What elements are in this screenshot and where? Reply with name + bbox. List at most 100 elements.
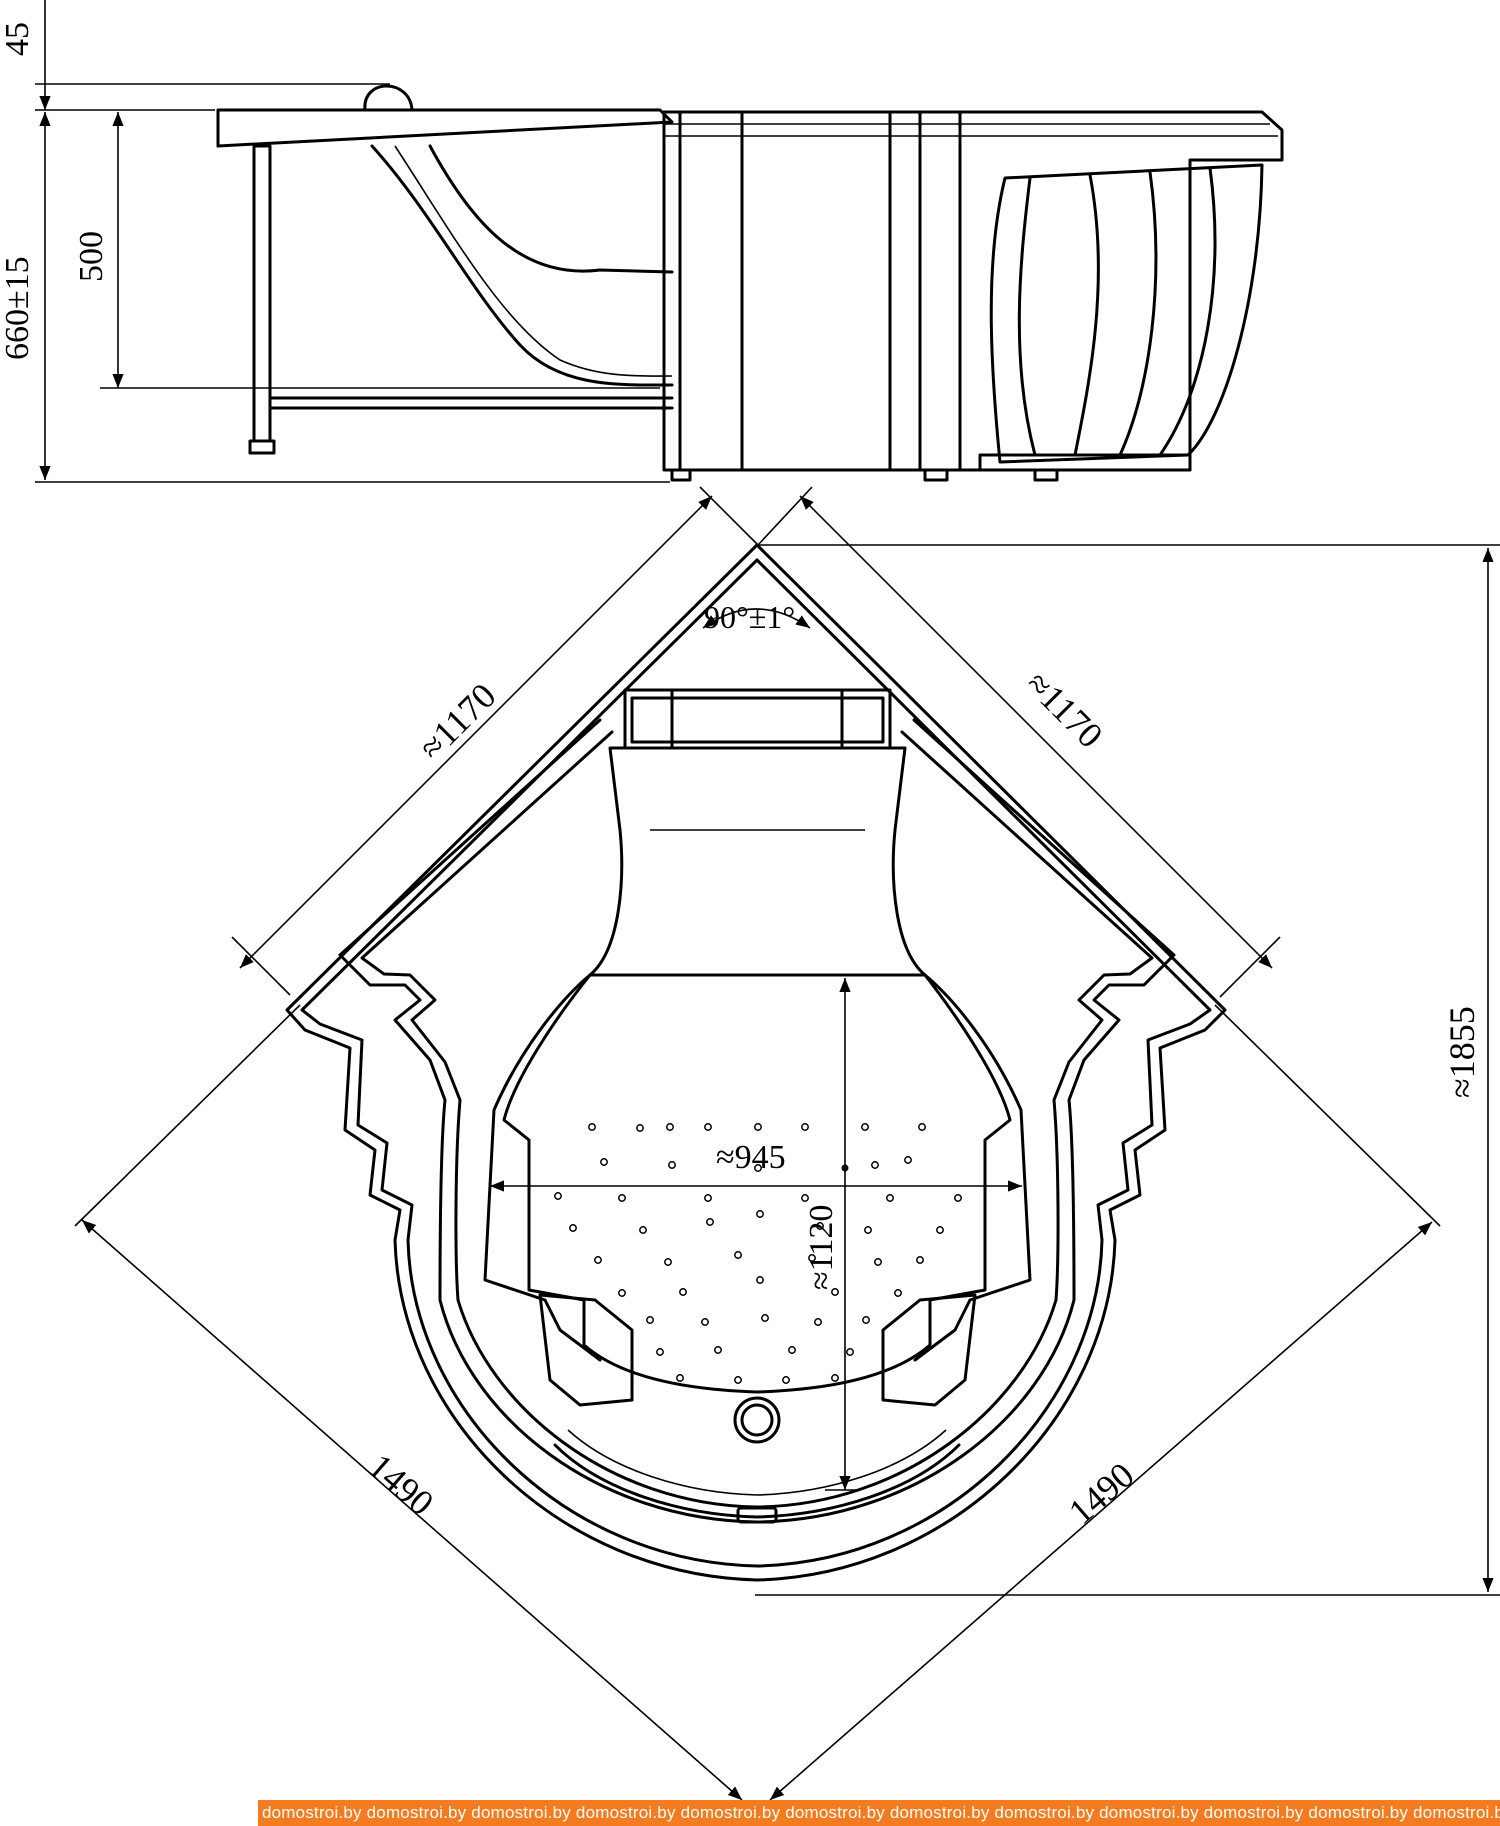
jet-hole [639,1226,647,1234]
side-flute-4 [1158,166,1217,457]
dim-overall-depth-label: ≈1855 [1442,1006,1482,1098]
side-flute-2 [1073,173,1100,457]
edge-right-ext-1 [757,486,813,546]
jet-hole [756,1210,764,1218]
edge-right-dim-line [799,495,1273,969]
jet-hole [918,1123,926,1131]
jet-hole [734,1251,742,1259]
backrest [588,746,927,977]
jet-hole [714,1346,722,1354]
jet-hole [706,1218,714,1226]
jet-hole [874,1258,882,1266]
dim-total-height-label: 660±15 [0,256,36,360]
jet-hole [600,1158,608,1166]
side-fluted-panel [989,163,1264,464]
dim-left-diagonal-label: 1490 [361,1446,442,1523]
edge-right-ext-2 [1219,936,1281,998]
side-basin-inner [428,144,674,274]
jet-hole [904,1156,912,1164]
edge-left-ext-2 [699,486,759,546]
jet-hole [761,1314,769,1322]
edge-left-dim-line [239,495,713,969]
diag-right-dim-line [769,1221,1433,1801]
seat-left [538,1293,634,1407]
side-left-foot [248,439,276,455]
drain-inner [740,1403,774,1437]
jet-hole [862,1316,870,1324]
dim-inner-length-label: ≈1120 [803,1205,840,1290]
headrest-front [630,696,885,744]
jet-hole [646,1316,654,1324]
jet-hole [864,1226,872,1234]
front-step [553,1443,961,1519]
jet-hole [801,1123,809,1131]
jet-hole [704,1123,712,1131]
jet-hole [886,1194,894,1202]
dim-rim-height-label: 45 [0,22,36,56]
jet-hole [618,1194,626,1202]
jet-hole [679,1288,687,1296]
jet-hole [782,1376,790,1384]
side-foot-3 [1033,468,1059,482]
jet-hole [816,1222,824,1230]
side-view [35,0,1284,483]
jet-hole [734,1376,742,1384]
side-basin-outer [370,144,674,387]
massage-jets [554,1123,962,1384]
jet-hole [846,1348,854,1356]
dim-inner-width-label: ≈945 [716,1139,786,1176]
front-step-2 [567,1429,947,1496]
angle-label: 90°±1° [704,599,795,635]
tub-outer-rim-inner [300,558,1212,1568]
jet-hole [636,1124,644,1132]
jet-hole [676,1374,684,1382]
jet-hole [808,1254,816,1262]
dim-left-edge-label: ≈1170 [411,675,503,767]
diag-left-dim-line [81,1219,743,1801]
jet-hole [618,1289,626,1297]
jet-hole [954,1194,962,1202]
side-apron [662,110,1284,472]
side-foot-2 [923,468,949,482]
drain [733,1396,781,1444]
side-left-leg [252,144,272,443]
jet-hole [754,1164,762,1172]
jet-hole [756,1276,764,1284]
jet-hole [831,1288,839,1296]
dim-right-edge-label: ≈1170 [1018,663,1110,755]
jet-hole [861,1123,869,1131]
inner-basin [502,973,1012,1394]
side-flute-3 [1118,170,1158,457]
side-base-plinth [978,453,1192,472]
armrest-left [483,973,602,1362]
jet-hole [656,1348,664,1356]
dim-depth-label: 500 [73,231,110,282]
jet-hole [701,1318,709,1326]
watermark-text: domostroi.by domostroi.by domostroi.by d… [262,1803,1500,1822]
side-foot-1 [670,468,692,482]
jet-hole [754,1123,762,1131]
jet-hole [894,1289,902,1297]
jet-hole [666,1123,674,1131]
jet-hole [668,1161,676,1169]
jet-hole [831,1374,839,1382]
jet-hole [801,1194,809,1202]
side-rim [216,108,674,148]
overflow [736,1506,778,1524]
armrest-right [913,973,1032,1362]
jet-hole [871,1161,879,1169]
jet-hole [788,1346,796,1354]
center-point [841,1164,849,1172]
angle-arc [702,608,811,629]
jet-hole [704,1194,712,1202]
jet-hole [936,1226,944,1234]
jet-hole [664,1258,672,1266]
jet-hole [814,1318,822,1326]
jet-hole [588,1123,596,1131]
side-basin-mid [394,145,673,377]
side-headrest [363,84,414,112]
jet-hole [554,1192,562,1200]
tub-deck-line-1 [338,718,1176,1524]
watermark-bar [258,1800,1500,1826]
